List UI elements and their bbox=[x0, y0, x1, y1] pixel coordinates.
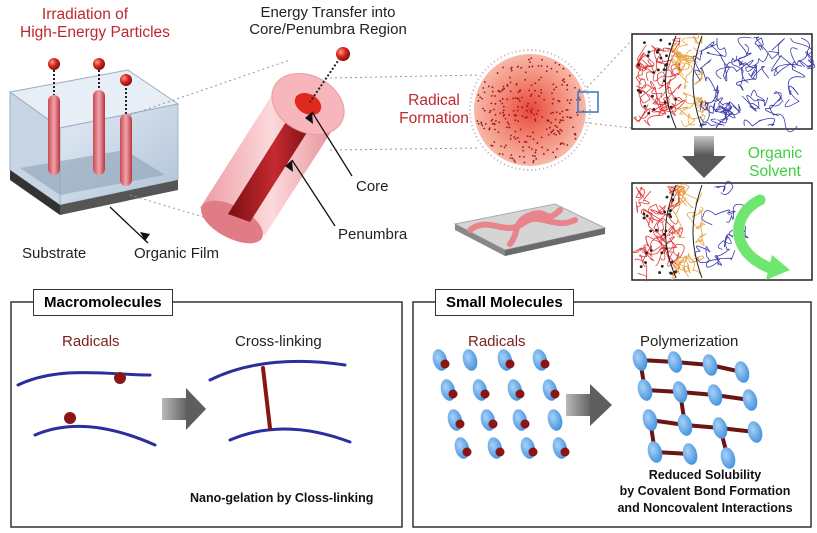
crosslinking-label: Cross-linking bbox=[235, 333, 322, 350]
molecule bbox=[734, 361, 750, 383]
core-label: Core bbox=[356, 178, 389, 195]
macro-arrow bbox=[162, 398, 188, 420]
penumbra-arrowhead bbox=[285, 160, 293, 172]
substrate-label: Substrate bbox=[22, 245, 87, 262]
macro-arrow-head bbox=[186, 388, 206, 430]
irradiation-label: Irradiation of High-Energy Particles bbox=[20, 6, 170, 41]
macro-caption: Nano-gelation by Closs-linking bbox=[190, 491, 374, 505]
radical bbox=[488, 419, 498, 429]
radical bbox=[505, 359, 515, 369]
small-caption: Reduced Solubility by Covalent Bond Form… bbox=[617, 468, 793, 515]
macro-panel bbox=[10, 301, 403, 528]
small-panel bbox=[412, 301, 812, 528]
core-arrowhead bbox=[305, 112, 313, 124]
radical bbox=[528, 447, 538, 457]
molecule bbox=[702, 354, 718, 376]
macro-radicals-label: Radicals bbox=[62, 333, 120, 350]
zoom-box-before bbox=[631, 32, 816, 133]
polymerization-label: Polymerization bbox=[640, 333, 739, 350]
molecule bbox=[547, 409, 563, 431]
crosslink-bond bbox=[261, 366, 272, 430]
molecule bbox=[462, 349, 478, 371]
patterned-substrate bbox=[453, 203, 607, 256]
zoom-lines bbox=[129, 39, 633, 226]
core-penumbra-cylinder bbox=[200, 47, 350, 244]
macromolecules-title: Macromolecules bbox=[33, 289, 173, 316]
radical bbox=[520, 419, 530, 429]
small-arrow-head bbox=[590, 384, 612, 426]
molecule bbox=[632, 349, 648, 371]
small-radicals-label: Radicals bbox=[468, 333, 526, 350]
molecule bbox=[742, 389, 758, 411]
radical-sphere bbox=[469, 49, 599, 171]
polymerized-molecules bbox=[632, 349, 763, 469]
molecule bbox=[672, 381, 688, 403]
ion-tracks bbox=[48, 58, 132, 186]
organic-film-label: Organic Film bbox=[134, 245, 220, 262]
radical bbox=[550, 389, 560, 399]
radical bbox=[540, 359, 550, 369]
molecule bbox=[642, 409, 658, 431]
molecules-with-radicals bbox=[432, 349, 570, 459]
macro-chains-before bbox=[16, 371, 157, 447]
radical bbox=[560, 447, 570, 457]
film-arrowhead bbox=[140, 232, 150, 241]
radical bbox=[455, 419, 465, 429]
label-pointers bbox=[109, 111, 353, 244]
radical bbox=[448, 389, 458, 399]
radical-formation-label: Radical Formation bbox=[399, 92, 469, 127]
molecule bbox=[647, 441, 663, 463]
molecule bbox=[720, 447, 736, 469]
radical bbox=[495, 447, 505, 457]
molecule bbox=[707, 384, 723, 406]
small-molecules-title: Small Molecules bbox=[435, 289, 574, 316]
molecule bbox=[667, 351, 683, 373]
molecule bbox=[682, 443, 698, 465]
radical bbox=[515, 389, 525, 399]
radical bbox=[480, 389, 490, 399]
molecule bbox=[712, 417, 728, 439]
down-arrow-head bbox=[682, 156, 726, 178]
radical bbox=[462, 447, 472, 457]
down-arrow bbox=[694, 136, 714, 156]
molecule bbox=[747, 421, 763, 443]
macro-radicals bbox=[64, 372, 126, 424]
energy-transfer-label: Energy Transfer into Core/Penumbra Regio… bbox=[249, 4, 407, 39]
molecule bbox=[677, 414, 693, 436]
crosslinked-chains bbox=[208, 359, 352, 444]
radical bbox=[440, 359, 450, 369]
molecule bbox=[637, 379, 653, 401]
penumbra-label: Penumbra bbox=[338, 226, 408, 243]
zoom-box-after bbox=[631, 180, 813, 282]
small-arrow bbox=[566, 394, 592, 416]
organic-solvent-label: Organic Solvent bbox=[747, 145, 803, 180]
